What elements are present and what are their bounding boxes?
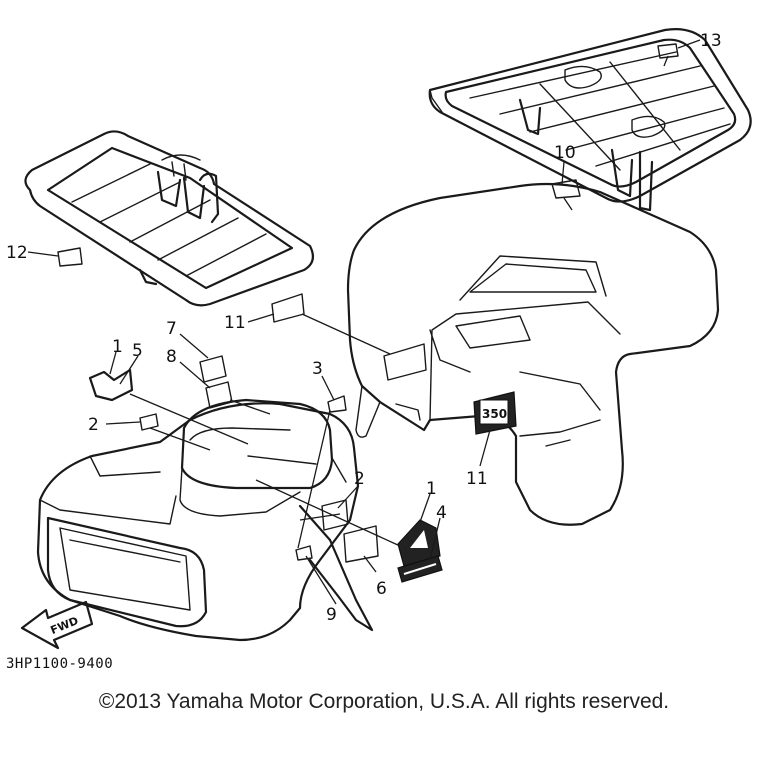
- callout-numbers: 1 5 7 8 2 3 2 1 4 6 9 11 11 12 10 13: [6, 31, 722, 625]
- front-carrier-rack: [24, 130, 315, 307]
- decal-11-tab: [383, 343, 427, 381]
- decal-5: [88, 368, 134, 402]
- callout-5: 5: [132, 341, 143, 361]
- callout-7: 7: [166, 319, 177, 339]
- decal-11-upper: [271, 293, 305, 323]
- callout-1-right: 1: [426, 479, 437, 499]
- callout-2-right: 2: [354, 469, 365, 489]
- rear-carrier-rack: [428, 28, 752, 212]
- decal-2-right: [321, 499, 349, 531]
- decal-2-left: [139, 413, 159, 431]
- decal-3: [327, 395, 347, 413]
- part-code: 3HP1100-9400: [6, 656, 114, 672]
- callout-10: 10: [554, 143, 576, 163]
- decal-6: [343, 525, 379, 563]
- fwd-arrow-text: FWD: [49, 614, 81, 637]
- copyright-notice: ©2013 Yamaha Motor Corporation, U.S.A. A…: [98, 690, 670, 713]
- front-fender: [36, 398, 374, 642]
- callout-11-upper: 11: [224, 313, 246, 333]
- callout-1-left: 1: [112, 337, 123, 357]
- callout-12: 12: [6, 243, 28, 263]
- decal-9: [295, 545, 313, 561]
- callout-13: 13: [700, 31, 722, 51]
- rear-fender: [346, 182, 720, 526]
- decal-13: [657, 43, 679, 59]
- callout-4: 4: [436, 503, 447, 523]
- badge-350-text: 350: [482, 407, 507, 421]
- badge-350-decal: 350: [473, 391, 517, 435]
- callout-11-lower: 11: [466, 469, 488, 489]
- decal-12: [57, 247, 83, 267]
- decal-10: [551, 179, 581, 199]
- decal-8: [205, 381, 233, 409]
- leader-lines: [27, 39, 701, 605]
- decal-7: [199, 355, 227, 383]
- decal-1-right-4wd: [397, 519, 441, 567]
- callout-8-left: 8: [166, 347, 177, 367]
- callout-3: 3: [312, 359, 323, 379]
- callout-6: 6: [376, 579, 387, 599]
- callout-9: 9: [326, 605, 337, 625]
- callout-2-left: 2: [88, 415, 99, 435]
- fwd-arrow: FWD: [20, 600, 94, 650]
- decal-4: [397, 555, 443, 583]
